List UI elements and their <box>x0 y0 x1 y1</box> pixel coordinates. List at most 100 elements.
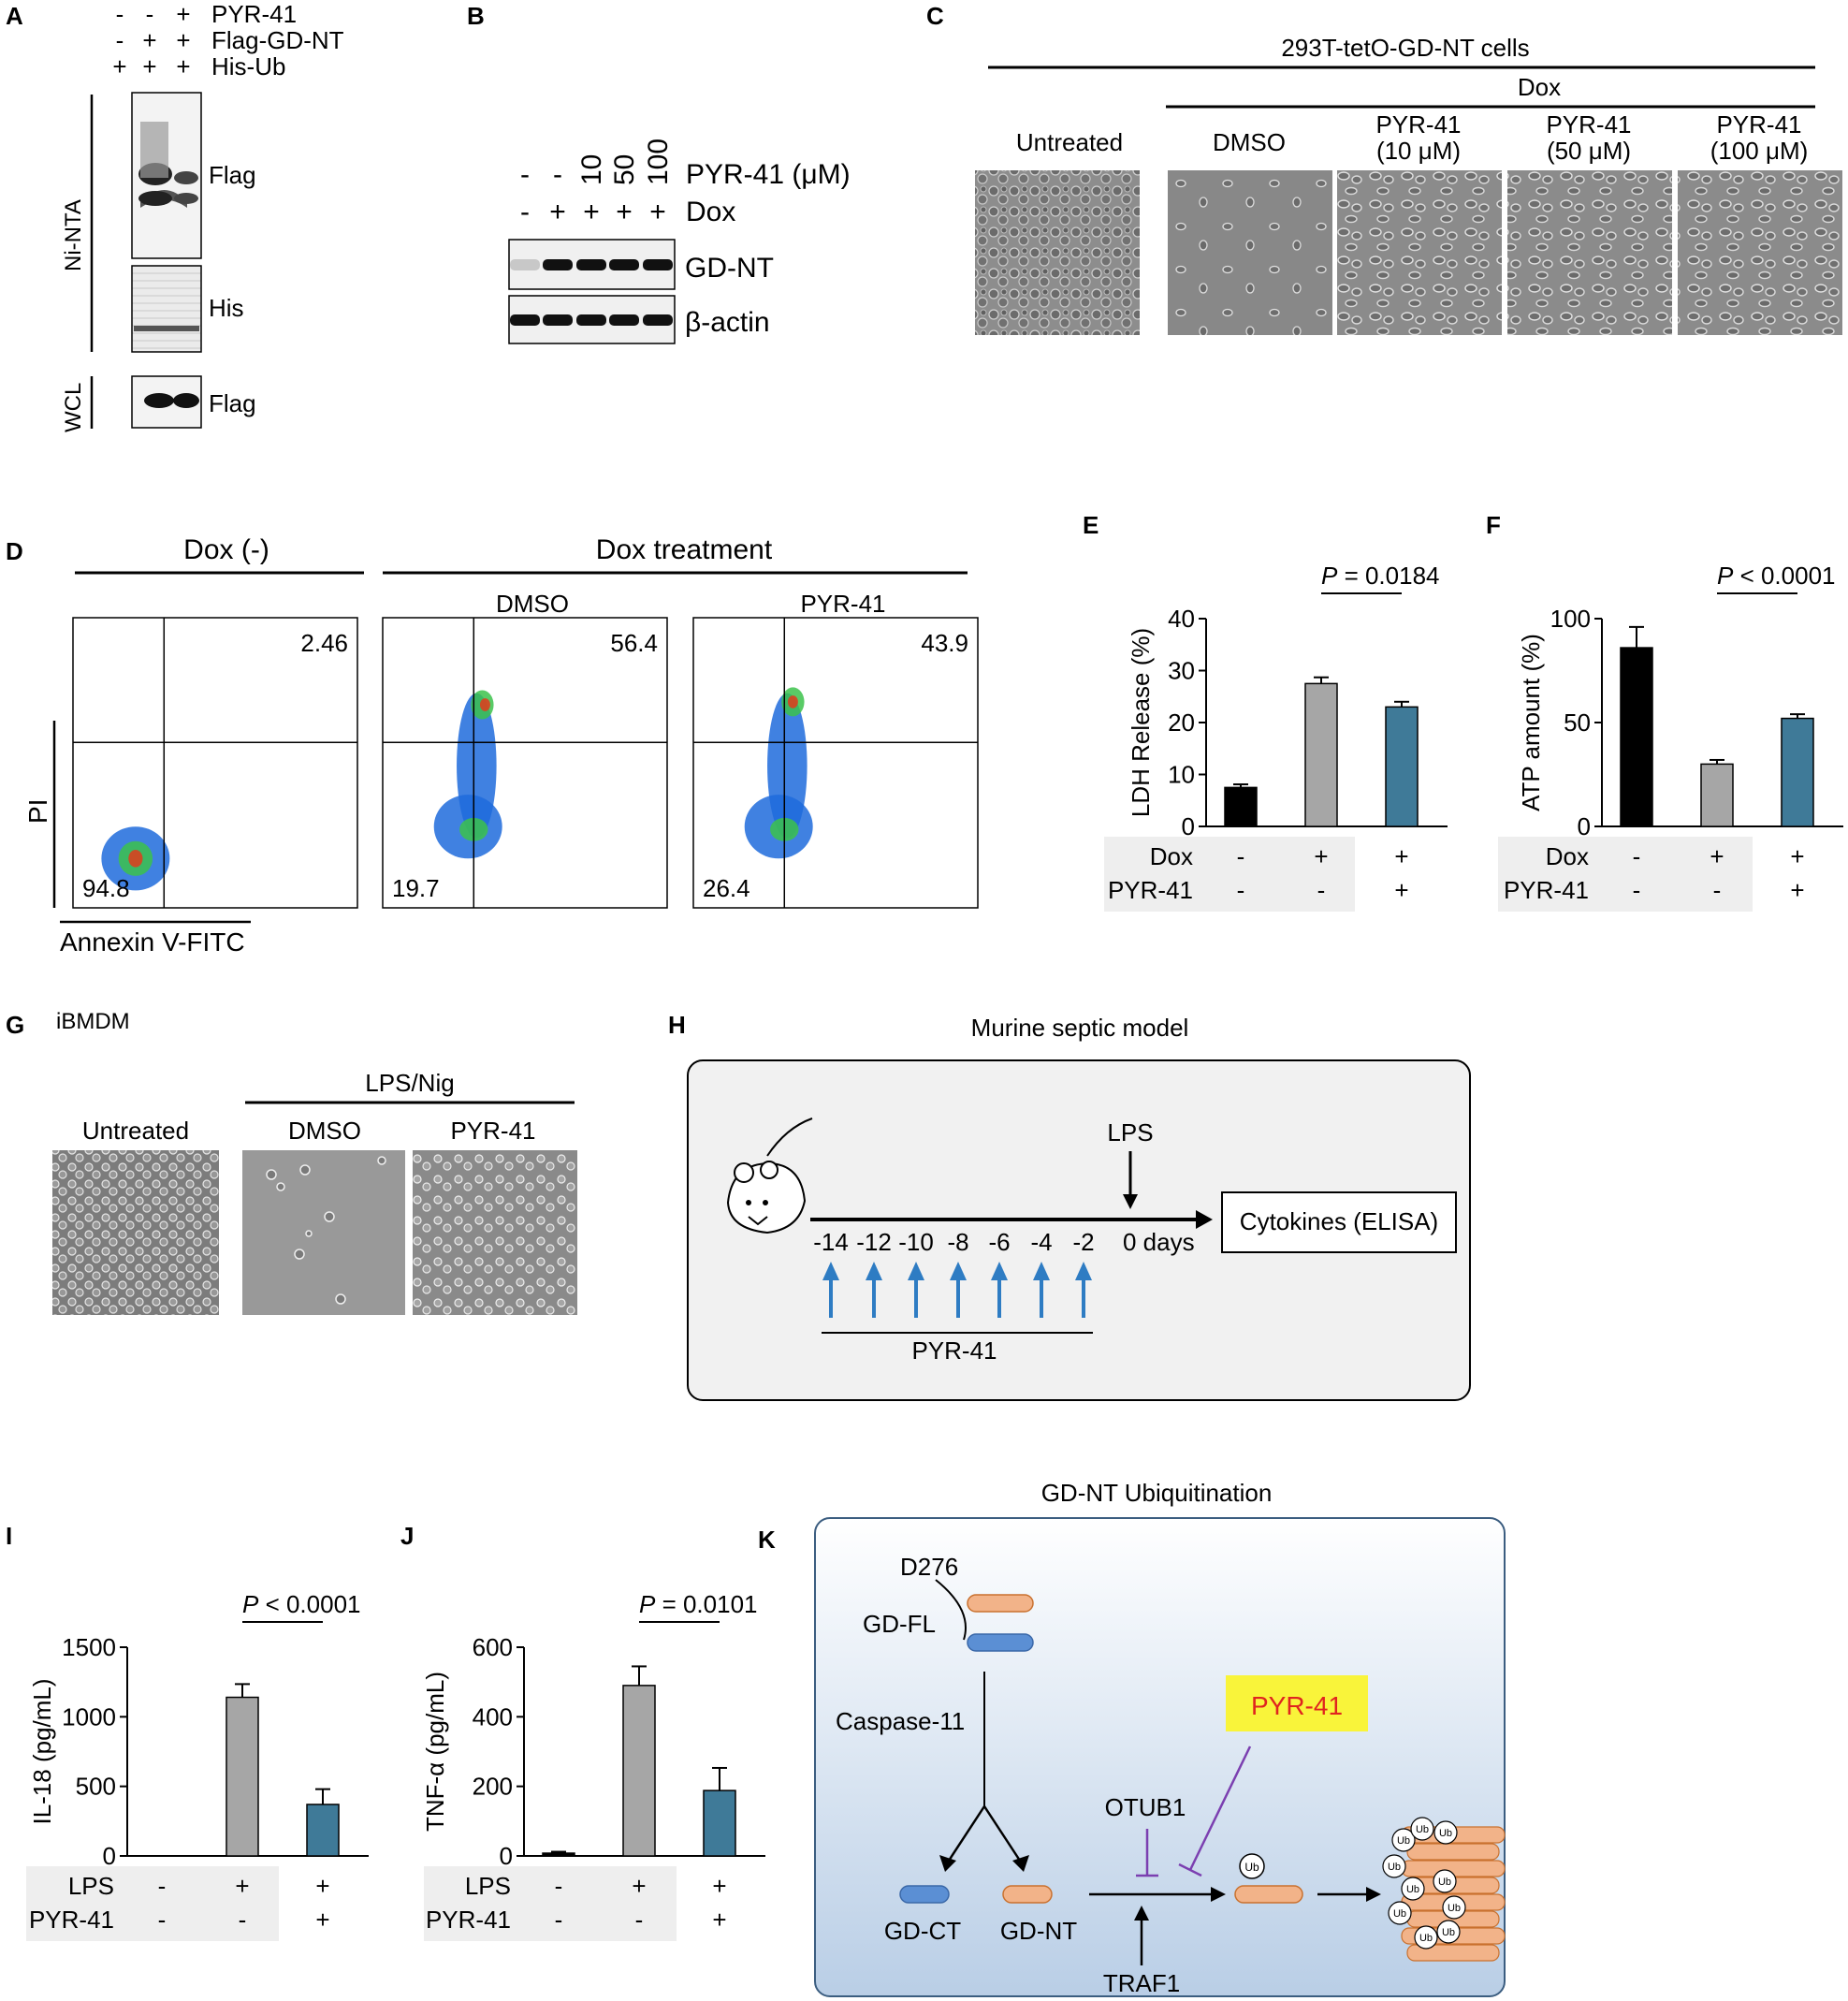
p-value: P = 0.0101 <box>639 1590 758 1618</box>
ub-label: Ub <box>1397 1835 1410 1847</box>
protease-label: Caspase-11 <box>836 1707 965 1735</box>
column-label: Untreated <box>82 1117 189 1145</box>
panel-h: H Murine septic model LPS -14-12-10-8-6-… <box>668 1011 1471 1401</box>
blot-label: Flag <box>209 161 256 189</box>
day-label: -2 <box>1072 1228 1094 1256</box>
panel-title: GD-NT Ubiquitination <box>1041 1479 1273 1507</box>
cell-image-untreated <box>975 170 1140 335</box>
treatment-sign: + <box>632 1872 646 1900</box>
dose: 10 <box>576 154 607 185</box>
treatment-table-bg <box>26 1866 279 1941</box>
gd-nt-fragment <box>1002 1885 1053 1904</box>
dox-sign: + <box>583 197 600 227</box>
ub-label: Ub <box>1406 1884 1419 1895</box>
y-tick-label: 200 <box>473 1773 513 1801</box>
arrowhead <box>1366 1887 1381 1902</box>
panel-c: C 293T-tetO-GD-NT cells Dox Untreated DM… <box>926 2 1842 335</box>
blot-label: GD-NT <box>685 253 774 284</box>
treatment-sign: + <box>1314 842 1328 870</box>
treatment-sign: - <box>239 1906 247 1934</box>
aggregated-gd-nt <box>1406 1944 1500 1962</box>
day-zero-label: 0 days <box>1123 1228 1195 1256</box>
bar <box>542 1852 575 1857</box>
lower-left-percent: 19.7 <box>392 874 440 902</box>
treatment-sign: - <box>555 1906 563 1934</box>
bar <box>1620 647 1653 827</box>
dox-sign: - <box>520 197 530 227</box>
sub-header: DMSO <box>496 590 569 618</box>
sign: + <box>176 52 190 80</box>
panel-a: A --+PYR-41-++Flag-GD-NT+++His-Ub Flag H… <box>6 0 344 432</box>
nt-label: GD-NT <box>1000 1917 1077 1945</box>
arrowhead <box>1134 1906 1149 1921</box>
p-value: P < 0.0001 <box>242 1590 361 1618</box>
y-tick-label: 500 <box>76 1773 116 1801</box>
ub-tag <box>1433 1820 1458 1845</box>
ub-gd-nt <box>1234 1885 1303 1904</box>
dox-label: Dox <box>686 197 735 227</box>
blot-band <box>134 326 199 331</box>
panel-label: G <box>6 1011 24 1039</box>
arrowhead <box>939 1855 956 1872</box>
column-label: DMSO <box>288 1117 361 1145</box>
cell-image <box>1678 170 1842 335</box>
treatment-label: Dox <box>1546 842 1589 870</box>
panel-label: C <box>926 2 944 30</box>
sign: + <box>112 52 126 80</box>
injection-arrowhead <box>1075 1262 1092 1280</box>
panel-k: K GD-NT Ubiquitination D276 GD-FL Caspas… <box>758 1479 1506 1997</box>
treatment-sign: - <box>1317 876 1326 904</box>
cell-image-pyr41 <box>413 1150 577 1315</box>
blot-band <box>138 191 172 206</box>
treatment-table-bg <box>1104 837 1355 912</box>
panel-label: F <box>1486 511 1501 539</box>
band-actin <box>543 314 573 326</box>
ct-label: GD-CT <box>884 1917 961 1945</box>
blot-label: β-actin <box>685 307 770 338</box>
ub-label: Ub <box>1442 1927 1455 1938</box>
treatment-label: Dox <box>1150 842 1193 870</box>
column-label: PYR-41 <box>1375 110 1461 139</box>
column-concentration: (10 μM) <box>1376 137 1461 165</box>
blot-band <box>174 171 198 184</box>
ub-tag <box>1239 1853 1265 1879</box>
blot-ninta-his <box>131 265 202 353</box>
dox-sign: + <box>649 197 666 227</box>
flow-plot-frame <box>382 617 668 909</box>
y-tick-label: 30 <box>1168 657 1195 685</box>
y-axis-label: IL-18 (pg/mL) <box>28 1678 56 1824</box>
treatment-label: His-Ub <box>211 52 285 80</box>
band-gdnt <box>543 259 573 270</box>
treatment-label: LPS <box>465 1872 511 1900</box>
dose-label: PYR-41 (μM) <box>686 159 851 190</box>
treatment-label: PYR-41 <box>211 0 297 28</box>
ub-tag <box>1436 1920 1461 1944</box>
injection-arrowhead <box>908 1262 924 1280</box>
ub-label: Ub <box>1388 1862 1401 1873</box>
outcome-label: Cytokines (ELISA) <box>1240 1207 1438 1235</box>
column-label: PYR-41 <box>1546 110 1631 139</box>
day-label: -8 <box>947 1228 968 1256</box>
site-label: D276 <box>900 1553 958 1581</box>
sign: + <box>176 0 190 28</box>
y-tick-label: 0 <box>1578 812 1591 840</box>
treatment-sign: - <box>1237 842 1245 870</box>
band-gdnt <box>576 259 606 270</box>
y-tick-label: 100 <box>1550 605 1591 633</box>
header-dox-neg: Dox (-) <box>183 534 269 565</box>
y-tick-label: 600 <box>473 1633 513 1661</box>
day-label: -12 <box>856 1228 892 1256</box>
treatment-sign: - <box>1633 876 1641 904</box>
panel-title: 293T-tetO-GD-NT cells <box>1281 34 1529 62</box>
cell-image <box>1168 170 1332 335</box>
cell-density <box>128 850 143 868</box>
injection-arrowhead <box>1033 1262 1050 1280</box>
bar <box>622 1685 656 1857</box>
y-axis-label: TNF-α (pg/mL) <box>421 1672 449 1832</box>
treatment-sign: + <box>712 1906 726 1934</box>
column-label: PYR-41 <box>1716 110 1801 139</box>
